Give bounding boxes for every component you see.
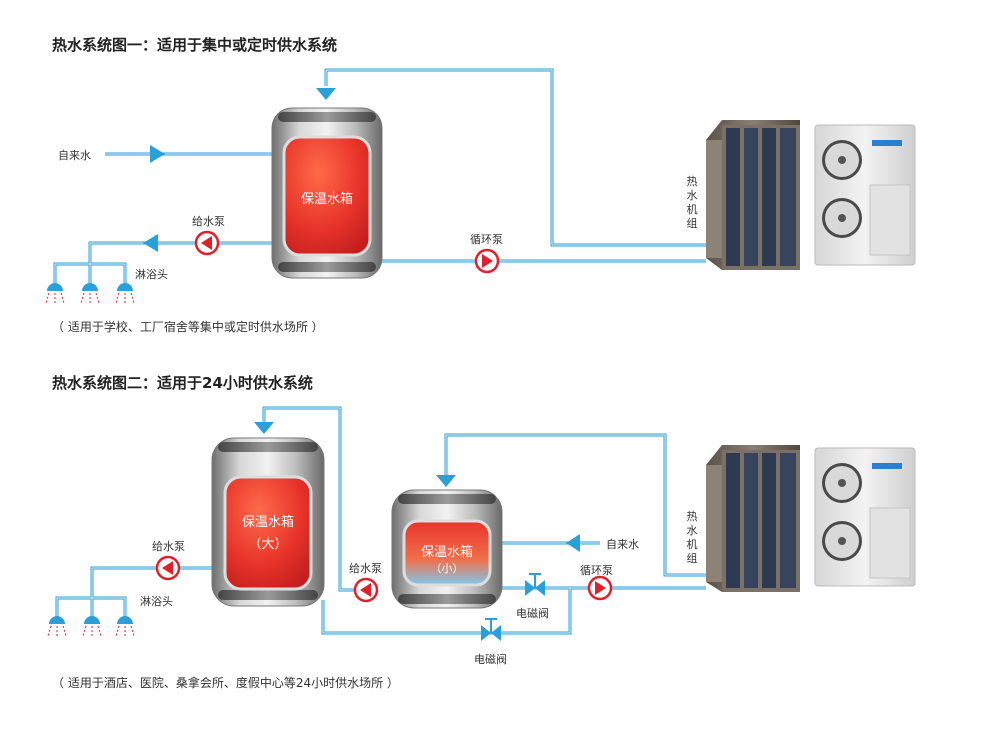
diagram2-big-tank xyxy=(211,437,325,607)
diagram1-heat-unit-label: 热水机组 xyxy=(686,175,698,230)
diagram1-circulation-pump-label: 循环泵 xyxy=(470,233,503,246)
diagram1-heat-unit-light xyxy=(814,124,916,266)
diagram2-solenoid-valve-1-label: 电磁阀 xyxy=(516,607,549,620)
diagram1-shower-heads xyxy=(45,283,135,304)
diagram1-tap-water-label: 自来水 xyxy=(58,149,91,162)
diagram1-heat-unit-dark xyxy=(706,120,800,270)
diagram2-heat-unit-dark xyxy=(706,445,800,592)
arrow-left-icon xyxy=(143,234,158,252)
diagram1-title: 热水系统图一：适用于集中或定时供水系统 xyxy=(52,36,338,54)
arrow-right-icon xyxy=(150,145,165,163)
diagram2-heat-unit-light xyxy=(814,447,916,587)
arrow-down-icon xyxy=(254,422,274,434)
diagram2-shower-heads xyxy=(47,616,135,637)
diagram1-supply-pump xyxy=(194,230,220,256)
diagram2-supply-pump-1 xyxy=(155,555,181,581)
diagram2-big-tank-size: （大） xyxy=(248,537,288,552)
diagram2-small-tank-size: （小） xyxy=(430,562,464,575)
solenoid-valve-icon xyxy=(481,618,501,641)
diagram2-heat-unit-label: 热水机组 xyxy=(686,510,698,565)
diagram2-supply-pump-1-label: 给水泵 xyxy=(152,540,185,553)
diagram2-solenoid-valve-2-label: 电磁阀 xyxy=(474,653,507,666)
arrow-left-icon xyxy=(566,534,580,552)
diagram2-small-tank xyxy=(391,489,503,609)
arrow-down-icon xyxy=(436,475,456,487)
diagram2-tap-water-label: 自来水 xyxy=(606,538,639,551)
arrow-down-icon xyxy=(316,88,336,100)
diagram1-circulation-pump xyxy=(474,248,500,274)
diagram1-tank-label: 保温水箱 xyxy=(300,192,353,207)
diagram2-note: （ 适用于酒店、医院、桑拿会所、度假中心等24小时供水场所 ） xyxy=(52,676,399,690)
diagram2-title: 热水系统图二：适用于24小时供水系统 xyxy=(52,374,313,392)
diagram1-supply-pump-label: 给水泵 xyxy=(192,215,225,228)
diagram2-small-tank-label: 保温水箱 xyxy=(420,545,473,560)
diagram2-supply-pump-2 xyxy=(353,577,379,603)
diagram2-supply-pump-2-label: 给水泵 xyxy=(349,562,382,575)
diagram2-big-tank-label: 保温水箱 xyxy=(241,515,294,530)
diagram1-shower-label: 淋浴头 xyxy=(135,268,168,281)
diagram2-circulation-pump-label: 循环泵 xyxy=(580,564,613,577)
solenoid-valve-icon xyxy=(525,573,545,596)
diagram2-circulation-pump xyxy=(587,575,613,601)
diagram1-note: （ 适用于学校、工厂宿舍等集中或定时供水场所 ） xyxy=(52,320,324,334)
diagram2-shower-label: 淋浴头 xyxy=(140,595,173,608)
diagram1-tank xyxy=(271,107,383,279)
